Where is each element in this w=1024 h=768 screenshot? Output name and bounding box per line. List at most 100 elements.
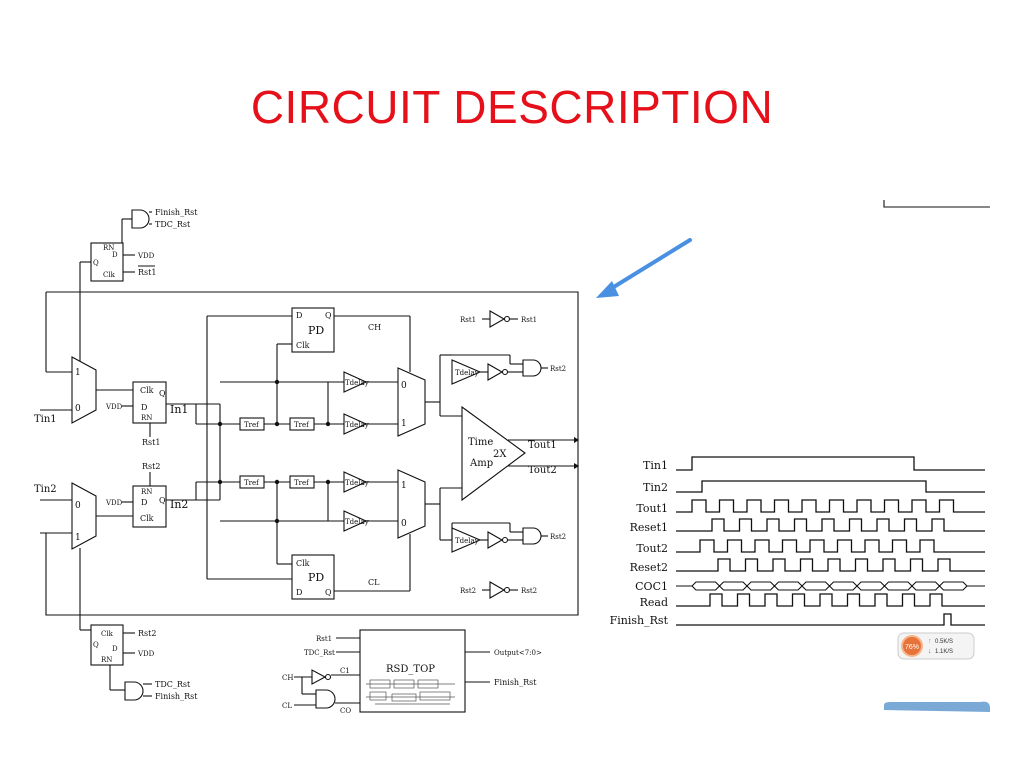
- svg-text:Clk: Clk: [101, 630, 114, 638]
- delay-1: [343, 371, 368, 393]
- input-tin2: Tin2: [34, 484, 57, 495]
- svg-text:Reset1: Reset1: [630, 521, 668, 534]
- cropped-edge-line: [883, 200, 990, 208]
- svg-text:RN: RN: [101, 656, 112, 664]
- svg-text:Tin1: Tin1: [643, 459, 668, 472]
- svg-text:Amp: Amp: [469, 458, 493, 469]
- svg-text:VDD: VDD: [137, 252, 155, 260]
- pointer-arrow-icon: [596, 238, 692, 298]
- upload-arrow-icon: ↑: [928, 638, 932, 645]
- cropped-widget: [884, 701, 990, 712]
- svg-text:Tdelay: Tdelay: [345, 379, 369, 387]
- svg-text:0: 0: [401, 381, 407, 391]
- svg-text:Tdelay: Tdelay: [345, 518, 369, 526]
- dff2: [132, 485, 167, 528]
- svg-text:2X: 2X: [493, 449, 507, 460]
- mux-right-bottom: [397, 469, 426, 539]
- svg-text:Rst2: Rst2: [460, 587, 476, 595]
- svg-text:Q: Q: [159, 389, 166, 398]
- svg-text:Q: Q: [325, 311, 332, 320]
- svg-text:1: 1: [401, 419, 407, 429]
- svg-text:Rst2: Rst2: [138, 629, 156, 638]
- svg-text:CL: CL: [282, 702, 292, 710]
- coc1-bus: [691, 581, 968, 591]
- rsd-top-block: [359, 629, 466, 713]
- time-amp: [461, 405, 526, 502]
- svg-text:Rst2: Rst2: [142, 462, 160, 471]
- svg-text:D: D: [141, 498, 147, 507]
- svg-text:0.5K/S: 0.5K/S: [935, 639, 953, 645]
- svg-text:Clk: Clk: [296, 559, 310, 568]
- svg-text:Tdelay: Tdelay: [345, 421, 369, 429]
- svg-text:CH: CH: [282, 674, 293, 682]
- svg-text:Rst2: Rst2: [550, 533, 566, 541]
- slide-title: CIRCUIT DESCRIPTION: [250, 81, 774, 133]
- svg-text:TDC_Rst: TDC_Rst: [304, 649, 335, 657]
- svg-text:Rst1: Rst1: [316, 635, 332, 643]
- svg-text:Rst1: Rst1: [521, 316, 537, 324]
- svg-text:0: 0: [401, 519, 407, 529]
- pd-bottom: [291, 554, 335, 600]
- svg-text:VDD: VDD: [105, 403, 123, 411]
- svg-text:VDD: VDD: [137, 650, 155, 658]
- svg-text:Reset2: Reset2: [630, 561, 668, 574]
- svg-text:Clk: Clk: [140, 514, 154, 523]
- svg-text:D: D: [141, 403, 147, 412]
- mux-top: [71, 356, 97, 424]
- svg-text:D: D: [112, 251, 118, 259]
- svg-text:Tout1: Tout1: [636, 502, 668, 515]
- download-arrow-icon: ↓: [928, 648, 932, 655]
- in1-label: In1: [170, 403, 188, 416]
- top-gate-in-2: TDC_Rst: [155, 220, 191, 229]
- svg-text:Q: Q: [325, 588, 332, 597]
- svg-text:Rst2: Rst2: [521, 587, 537, 595]
- delay-3: [343, 471, 368, 493]
- svg-text:0: 0: [75, 501, 81, 511]
- svg-text:Clk: Clk: [296, 341, 310, 350]
- svg-text:Rst1: Rst1: [460, 316, 476, 324]
- svg-text:C1: C1: [340, 667, 350, 675]
- svg-text:1: 1: [75, 533, 81, 543]
- svg-text:D: D: [296, 311, 302, 320]
- svg-text:CH: CH: [368, 323, 381, 332]
- in2-label: In2: [170, 498, 188, 511]
- tout2-label: Tout2: [528, 465, 557, 476]
- svg-text:TDC_Rst: TDC_Rst: [155, 680, 191, 689]
- svg-text:Tout2: Tout2: [636, 542, 668, 555]
- input-tin1: Tin1: [34, 414, 57, 425]
- svg-text:Tdelay: Tdelay: [455, 369, 479, 377]
- svg-text:Tref: Tref: [244, 479, 260, 487]
- svg-text:Tdelay: Tdelay: [345, 479, 369, 487]
- delay-2: [343, 413, 368, 435]
- svg-text:1: 1: [75, 368, 81, 378]
- svg-text:Tref: Tref: [244, 421, 260, 429]
- svg-text:RSD_TOP: RSD_TOP: [386, 664, 435, 675]
- svg-text:Q: Q: [93, 641, 99, 649]
- svg-text:Finish_Rst: Finish_Rst: [610, 614, 669, 627]
- svg-text:1: 1: [401, 481, 407, 491]
- rsd-inner-schematic: [366, 679, 455, 705]
- mux-bottom: [71, 482, 97, 550]
- dff1: [132, 381, 167, 424]
- svg-text:0: 0: [75, 404, 81, 414]
- tout1-label: Tout1: [528, 440, 557, 451]
- svg-text:Time: Time: [468, 437, 493, 448]
- svg-text:Finish_Rst: Finish_Rst: [155, 692, 198, 701]
- svg-text:Finish_Rst: Finish_Rst: [494, 678, 537, 687]
- svg-text:Clk: Clk: [140, 386, 154, 395]
- svg-text:Tdelay: Tdelay: [455, 537, 479, 545]
- top-gate-in-1: Finish_Rst: [155, 208, 198, 217]
- svg-text:Output<7:0>: Output<7:0>: [494, 649, 542, 657]
- svg-text:Q: Q: [93, 259, 99, 267]
- svg-text:Clk: Clk: [103, 271, 116, 279]
- svg-text:Tin2: Tin2: [643, 481, 668, 494]
- svg-text:Read: Read: [640, 596, 668, 609]
- delay-4: [343, 510, 368, 532]
- svg-text:Rst1: Rst1: [142, 438, 160, 447]
- svg-text:PD: PD: [308, 571, 324, 584]
- svg-text:RN: RN: [141, 414, 152, 422]
- svg-text:CL: CL: [368, 578, 380, 587]
- svg-text:D: D: [296, 588, 302, 597]
- svg-text:Tref: Tref: [294, 421, 310, 429]
